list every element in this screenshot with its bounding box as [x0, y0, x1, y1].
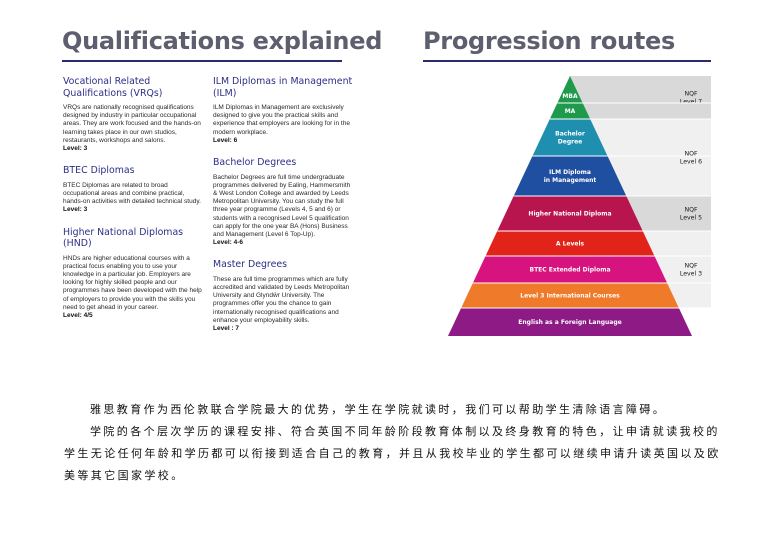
section-title: ILM Diplomas in Management (ILM): [213, 76, 353, 99]
section-body: These are full time programmes which are…: [213, 275, 350, 324]
section-level: Level: 3: [63, 206, 88, 214]
nqf-label: Level 6: [680, 159, 702, 166]
section-level: Level: 3: [63, 145, 88, 153]
pyramid-tier-label: Degree: [558, 139, 582, 146]
pyramid-tier-5: [485, 231, 655, 256]
pyramid-tier-label: BTEC Extended Diploma: [530, 267, 611, 274]
section-body: ILM Diplomas in Management are exclusive…: [213, 104, 350, 136]
ilm-section: ILM Diplomas in Management (ILM) ILM Dip…: [213, 76, 353, 145]
section-body: HNDs are higher educational courses with…: [63, 254, 202, 311]
pyramid-tier-4: [497, 196, 643, 231]
pyramid-tier-7: [461, 283, 679, 308]
section-body: BTEC Diplomas are related to broad occup…: [63, 181, 201, 206]
nqf-label: Level 3: [680, 271, 702, 278]
right-heading-rule: [423, 60, 711, 62]
master-section: Master Degrees These are full time progr…: [213, 259, 353, 333]
section-title: BTEC Diplomas: [63, 165, 135, 177]
section-title: Master Degrees: [213, 259, 288, 271]
left-heading-rule: [62, 60, 342, 62]
progression-heading: Progression routes: [423, 27, 675, 55]
bachelor-section: Bachelor Degrees Bachelor Degrees are fu…: [213, 157, 353, 247]
nqf-label: NQF: [684, 91, 697, 98]
qualifications-heading: Qualifications explained: [62, 27, 383, 55]
section-body: VRQs are nationally recognised qualifica…: [63, 104, 201, 144]
pyramid-tier-label: in Management: [544, 177, 597, 184]
section-level: Level: 4/5: [63, 311, 93, 319]
pyramid-tier-label: Bachelor: [555, 131, 585, 138]
pyramid-tier-1: [549, 103, 591, 119]
qualifications-column-1: Vocational Related Qualifications (VRQs)…: [63, 76, 203, 332]
hnd-section: Higher National Diplomas (HND) HNDs are …: [63, 227, 203, 321]
chinese-paragraph: 学院的各个层次学历的课程安排、符合英国不同年龄阶段教育体制以及终身教育的特色，让…: [64, 425, 721, 482]
pyramid-tier-3: [513, 156, 627, 196]
nqf-label: NQF: [684, 263, 697, 270]
pyramid-tier-label: Higher National Diploma: [528, 211, 611, 218]
nqf-label: NQF: [684, 207, 697, 214]
chinese-text-block: 雅思教育作为西伦敦联合学院最大的优势，学生在学院就读时，我们可以帮助学生清除语言…: [64, 399, 724, 487]
nqf-label: NQF: [684, 151, 697, 158]
nqf-band-0: [570, 76, 711, 119]
section-title: Higher National Diplomas (HND): [63, 226, 184, 250]
pyramid-tier-label: MA: [565, 108, 576, 115]
pyramid-tier-label: English as a Foreign Language: [518, 319, 621, 326]
pyramid-tier-0: [557, 76, 583, 103]
pyramid-tier-8: [448, 308, 692, 336]
pyramid-tier-label: MBA: [562, 93, 578, 100]
pyramid-tier-label: Level 3 International Courses: [520, 293, 620, 300]
chinese-paragraph: 雅思教育作为西伦敦联合学院最大的优势，学生在学院就读时，我们可以帮助学生清除语言…: [90, 403, 667, 416]
section-level: Level: 6: [213, 136, 238, 144]
nqf-label: Level 5: [680, 215, 702, 222]
section-level: Level : 7: [213, 325, 240, 333]
vrq-section: Vocational Related Qualifications (VRQs)…: [63, 76, 203, 153]
section-title: Bachelor Degrees: [213, 157, 297, 169]
section-body: Bachelor Degrees are full time undergrad…: [213, 173, 351, 238]
nqf-label: Level 7: [680, 99, 702, 106]
section-level: Level: 4-6: [213, 239, 243, 247]
pyramid-tier-label: A Levels: [556, 241, 585, 248]
btec-section: BTEC Diplomas BTEC Diplomas are related …: [63, 165, 203, 214]
section-title: Vocational Related Qualifications (VRQs): [63, 76, 163, 99]
pyramid-tier-2: [532, 119, 608, 156]
pyramid-tier-6: [472, 256, 668, 283]
pyramid-tier-label: ILM Diploma: [549, 169, 591, 176]
qualifications-column-2: ILM Diplomas in Management (ILM) ILM Dip…: [213, 76, 353, 345]
